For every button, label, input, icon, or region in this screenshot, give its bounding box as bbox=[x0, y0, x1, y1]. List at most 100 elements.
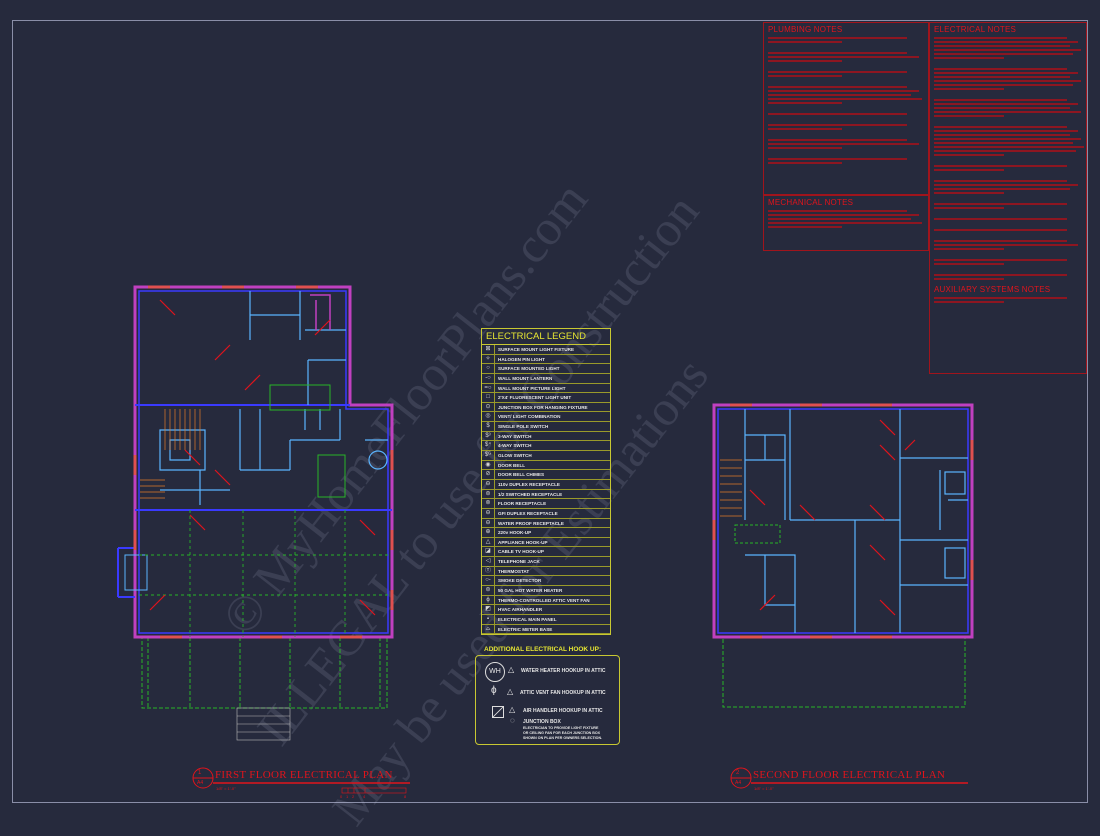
legend-label: VENT/ LIGHT COMBINATION bbox=[498, 414, 561, 420]
three-way-switch-icon: $³ bbox=[482, 431, 495, 441]
hookup-item: JUNCTION BOX bbox=[523, 719, 561, 725]
junction-box-icon: ◌ bbox=[510, 716, 515, 725]
legend-label: JUNCTION BOX FOR HANGING FIXTURE bbox=[498, 404, 588, 410]
smoke-detector-icon: ○- bbox=[482, 576, 495, 586]
legend-row: ✧HALOGEN PIN LIGHT bbox=[482, 354, 610, 365]
legend-row: ⊜1/2 SWITCHED RECEPTACLE bbox=[482, 489, 610, 500]
legend-row: ◩HVAC AIRHANDLER bbox=[482, 605, 610, 615]
hookup-item: ATTIC VENT FAN HOOKUP IN ATTIC bbox=[520, 690, 606, 696]
air-handler-icon bbox=[492, 706, 504, 718]
legend-row: ⊖GFI DUPLEX RECEPTACLE bbox=[482, 508, 610, 519]
legend-label: HVAC AIRHANDLER bbox=[498, 607, 543, 613]
thermostat-icon: Ⓣ bbox=[482, 566, 495, 576]
second-plan-number: 2 bbox=[736, 770, 740, 776]
wall-mount-picture-light-icon: =○ bbox=[482, 383, 495, 393]
legend-row: ⊖110v DUPLEX RECEPTACLE bbox=[482, 479, 610, 490]
switched-receptacle-icon: ⊜ bbox=[482, 489, 495, 499]
note-text-lines bbox=[930, 37, 1086, 280]
drawing-border bbox=[12, 20, 1088, 803]
halogen-pin-light-icon: ✧ bbox=[482, 354, 495, 364]
door-bell-icon: ◉ bbox=[482, 460, 495, 470]
fluorescent-light-icon: □ bbox=[482, 393, 495, 402]
water-heater-icon: ⊜ bbox=[482, 586, 495, 595]
door-bell-chimes-icon: ⊘ bbox=[482, 470, 495, 479]
legend-row: □2'X4' FLUORESCENT LIGHT UNIT bbox=[482, 393, 610, 403]
appliance-hookup-icon: △ bbox=[509, 705, 516, 714]
second-floor-plan bbox=[712, 403, 974, 708]
legend-label: TELEPHONE JACK bbox=[498, 559, 540, 565]
legend-label: GFI DUPLEX RECEPTACLE bbox=[498, 510, 558, 516]
junction-note-line: ELECTRICIAN TO PROVIDE LIGHT FIXTURE bbox=[523, 726, 599, 730]
second-floor-plan-title: SECOND FLOOR ELECTRICAL PLAN bbox=[753, 769, 946, 781]
legend-label: SINGLE POLE SWITCH bbox=[498, 424, 549, 430]
telephone-jack-icon: ◁ bbox=[482, 557, 495, 566]
legend-label: THERMOSTAT bbox=[498, 568, 530, 574]
gfi-receptacle-icon: ⊖ bbox=[482, 508, 495, 518]
legend-row: $SINGLE POLE SWITCH bbox=[482, 422, 610, 432]
legend-row: ⊖WATER PROOF RECEPTACLE bbox=[482, 518, 610, 529]
legend-label: DOOR BELL bbox=[498, 462, 526, 468]
auxiliary-notes-title: AUXILIARY SYSTEMS NOTES bbox=[934, 285, 1051, 294]
mechanical-notes: MECHANICAL NOTES bbox=[763, 195, 929, 251]
second-floor-title-marker bbox=[730, 767, 968, 789]
legend-label: 3-WAY SWITCH bbox=[498, 433, 532, 439]
first-plan-sheet: A4 bbox=[197, 780, 204, 786]
second-plan-sheet: A4 bbox=[735, 780, 742, 786]
legend-row: ▪ELECTRICAL MAIN PANEL bbox=[482, 614, 610, 625]
legend-label: 50 GAL HOT WATER HEATER bbox=[498, 588, 563, 594]
first-plan-scale: 1/8" = 1'-0" bbox=[216, 786, 236, 791]
appliance-hookup-icon: △ bbox=[482, 537, 495, 547]
legend-label: FLOOR RECEPTACLE bbox=[498, 501, 547, 507]
legend-row: ◁TELEPHONE JACK bbox=[482, 557, 610, 567]
junction-note-line: SHOWN ON PLAN PER OWNERS SELECTION. bbox=[523, 736, 603, 740]
legend-label: 1/2 SWITCHED RECEPTACLE bbox=[498, 491, 563, 497]
floor-receptacle-icon: ⊚ bbox=[482, 499, 495, 508]
cable-tv-icon: ◪ bbox=[482, 547, 495, 557]
legend-row: ⊚FLOOR RECEPTACLE bbox=[482, 499, 610, 509]
glow-switch-icon: $ᴳ bbox=[482, 451, 495, 460]
legend-label: SURFACE MOUNTED LIGHT bbox=[498, 366, 560, 372]
electrical-notes-title: ELECTRICAL NOTES bbox=[934, 25, 1017, 34]
junction-box-icon: ⊙ bbox=[482, 402, 495, 412]
electrical-legend: ELECTRICAL LEGEND ⊠SURFACE MOUNT LIGHT F… bbox=[481, 328, 611, 636]
water-heater-wh-icon: WH bbox=[485, 662, 505, 682]
hookup-item: AIR HANDLER HOOKUP IN ATTIC bbox=[523, 708, 603, 714]
attic-vent-fan-icon: ϕ bbox=[491, 685, 497, 696]
legend-label: 2'X4' FLUORESCENT LIGHT UNIT bbox=[498, 395, 572, 401]
legend-label: THERMO-CONTROLLED ATTIC VENT FAN bbox=[498, 597, 590, 603]
junction-note-line: OR CEILING FAN FOR EACH JUNCTION BOX bbox=[523, 731, 601, 735]
additional-hookup-box: WH △ WATER HEATER HOOKUP IN ATTIC ϕ △ AT… bbox=[475, 655, 620, 745]
legend-label: 220v HOOK-UP bbox=[498, 530, 532, 536]
mechanical-notes-title: MECHANICAL NOTES bbox=[768, 198, 854, 207]
four-way-switch-icon: $⁴ bbox=[482, 441, 495, 451]
note-text-lines bbox=[764, 210, 928, 228]
legend-label: WATER PROOF RECEPTACLE bbox=[498, 520, 564, 526]
hookup-item: WATER HEATER HOOKUP IN ATTIC bbox=[521, 668, 606, 674]
legend-row: ⊕220v HOOK-UP bbox=[482, 528, 610, 538]
waterproof-receptacle-icon: ⊖ bbox=[482, 518, 495, 528]
legend-label: HALOGEN PIN LIGHT bbox=[498, 356, 545, 362]
surface-mount-light-icon: ⊠ bbox=[482, 345, 495, 354]
plumbing-notes-title: PLUMBING NOTES bbox=[768, 25, 843, 34]
legend-row: ⊙JUNCTION BOX FOR HANGING FIXTURE bbox=[482, 402, 610, 413]
legend-label: SMOKE DETECTOR bbox=[498, 578, 542, 584]
legend-label: GLOW SWITCH bbox=[498, 453, 532, 459]
legend-label: 4-WAY SWITCH bbox=[498, 443, 532, 449]
duplex-receptacle-icon: ⊖ bbox=[482, 479, 495, 489]
legend-label: WALL MOUNT LANTERN bbox=[498, 375, 553, 381]
hookup-title: ADDITIONAL ELECTRICAL HOOK UP: bbox=[484, 646, 602, 653]
plumbing-notes: PLUMBING NOTES bbox=[763, 22, 929, 195]
legend-label: ELECTRIC METER BASE bbox=[498, 626, 553, 632]
legend-title: ELECTRICAL LEGEND bbox=[482, 329, 610, 345]
legend-label: WALL MOUNT PICTURE LIGHT bbox=[498, 385, 566, 391]
appliance-hookup-icon: △ bbox=[507, 687, 514, 696]
note-text-lines bbox=[764, 37, 928, 164]
legend-label: ELECTRICAL MAIN PANEL bbox=[498, 616, 557, 622]
first-floor-plan bbox=[117, 285, 394, 741]
wall-mount-lantern-icon: -○ bbox=[482, 373, 495, 383]
